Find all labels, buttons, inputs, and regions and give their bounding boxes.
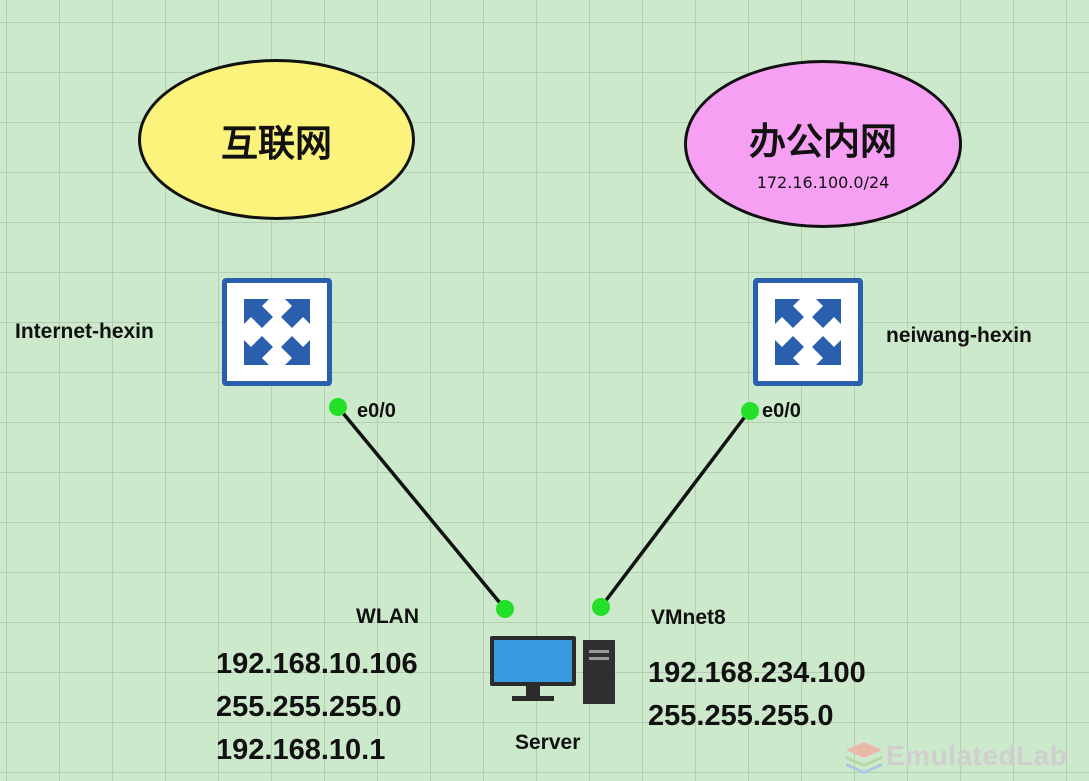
port-label-internet: e0/0 xyxy=(357,400,396,422)
router-neiwang-label: neiwang-hexin xyxy=(886,324,1032,347)
router-neiwang-hexin[interactable] xyxy=(753,278,863,386)
router-internet-label: Internet-hexin xyxy=(15,320,154,343)
vmnet8-label: VMnet8 xyxy=(651,606,726,629)
wlan-gateway: 192.168.10.1 xyxy=(216,734,386,766)
router-icon xyxy=(244,299,310,365)
port-dot-wlan xyxy=(496,600,514,618)
vmnet8-mask: 255.255.255.0 xyxy=(648,700,834,732)
server-label: Server xyxy=(515,731,581,754)
cloud-office-title: 办公内网 xyxy=(749,119,897,163)
cloud-internet-title: 互联网 xyxy=(221,121,332,165)
cloud-office: 办公内网 172.16.100.0/24 xyxy=(684,60,962,228)
server-node[interactable] xyxy=(490,632,620,712)
link-internet-server xyxy=(336,405,507,611)
cloud-office-subnet: 172.16.100.0/24 xyxy=(756,172,890,192)
port-label-neiwang: e0/0 xyxy=(762,400,801,422)
port-dot-neiwang-e0 xyxy=(741,402,759,420)
router-internet-hexin[interactable] xyxy=(222,278,332,386)
server-pc-icon xyxy=(490,636,615,704)
wlan-label: WLAN xyxy=(356,605,419,628)
vmnet8-ip: 192.168.234.100 xyxy=(648,657,866,689)
watermark-text: EmulatedLab xyxy=(886,740,1068,771)
port-dot-vmnet8 xyxy=(592,598,610,616)
cloud-internet: 互联网 xyxy=(138,59,415,220)
wlan-ip: 192.168.10.106 xyxy=(216,648,418,680)
port-dot-internet-e0 xyxy=(329,398,347,416)
wlan-mask: 255.255.255.0 xyxy=(216,691,402,723)
watermark: EmulatedLab xyxy=(842,738,1067,774)
layers-logo-icon xyxy=(846,742,882,774)
link-neiwang-server xyxy=(599,408,752,609)
router-icon xyxy=(775,299,841,365)
